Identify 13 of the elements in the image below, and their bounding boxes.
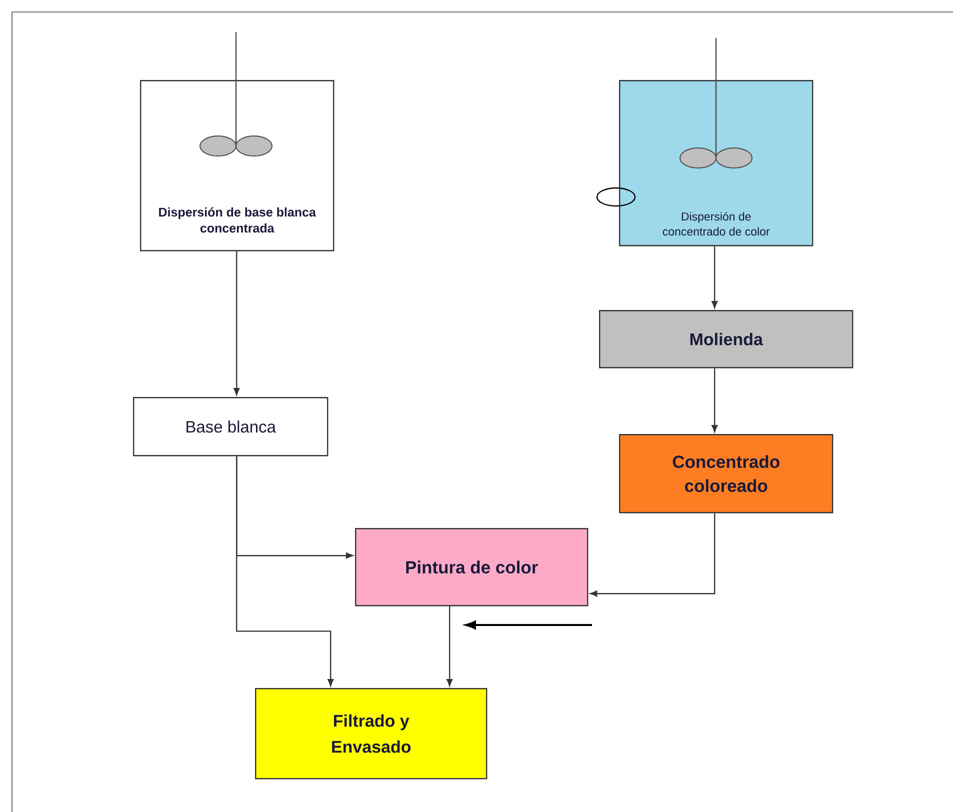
arrow — [236, 456, 334, 686]
arrow — [446, 606, 453, 686]
process-box: Pintura de color — [355, 528, 588, 606]
process-box: Concentrado coloreado — [619, 434, 834, 514]
process-box: Base blanca — [133, 397, 328, 456]
mixing-tank: Dispersión de concentrado de color — [619, 80, 814, 246]
arrow — [590, 513, 716, 597]
process-box: Filtrado y Envasado — [255, 688, 488, 780]
process-box: Molienda — [599, 310, 854, 368]
arrow — [712, 368, 718, 432]
mixing-tank: Dispersión de base blanca concentrada — [140, 80, 334, 252]
arrow — [712, 246, 718, 308]
arrow — [234, 251, 240, 396]
